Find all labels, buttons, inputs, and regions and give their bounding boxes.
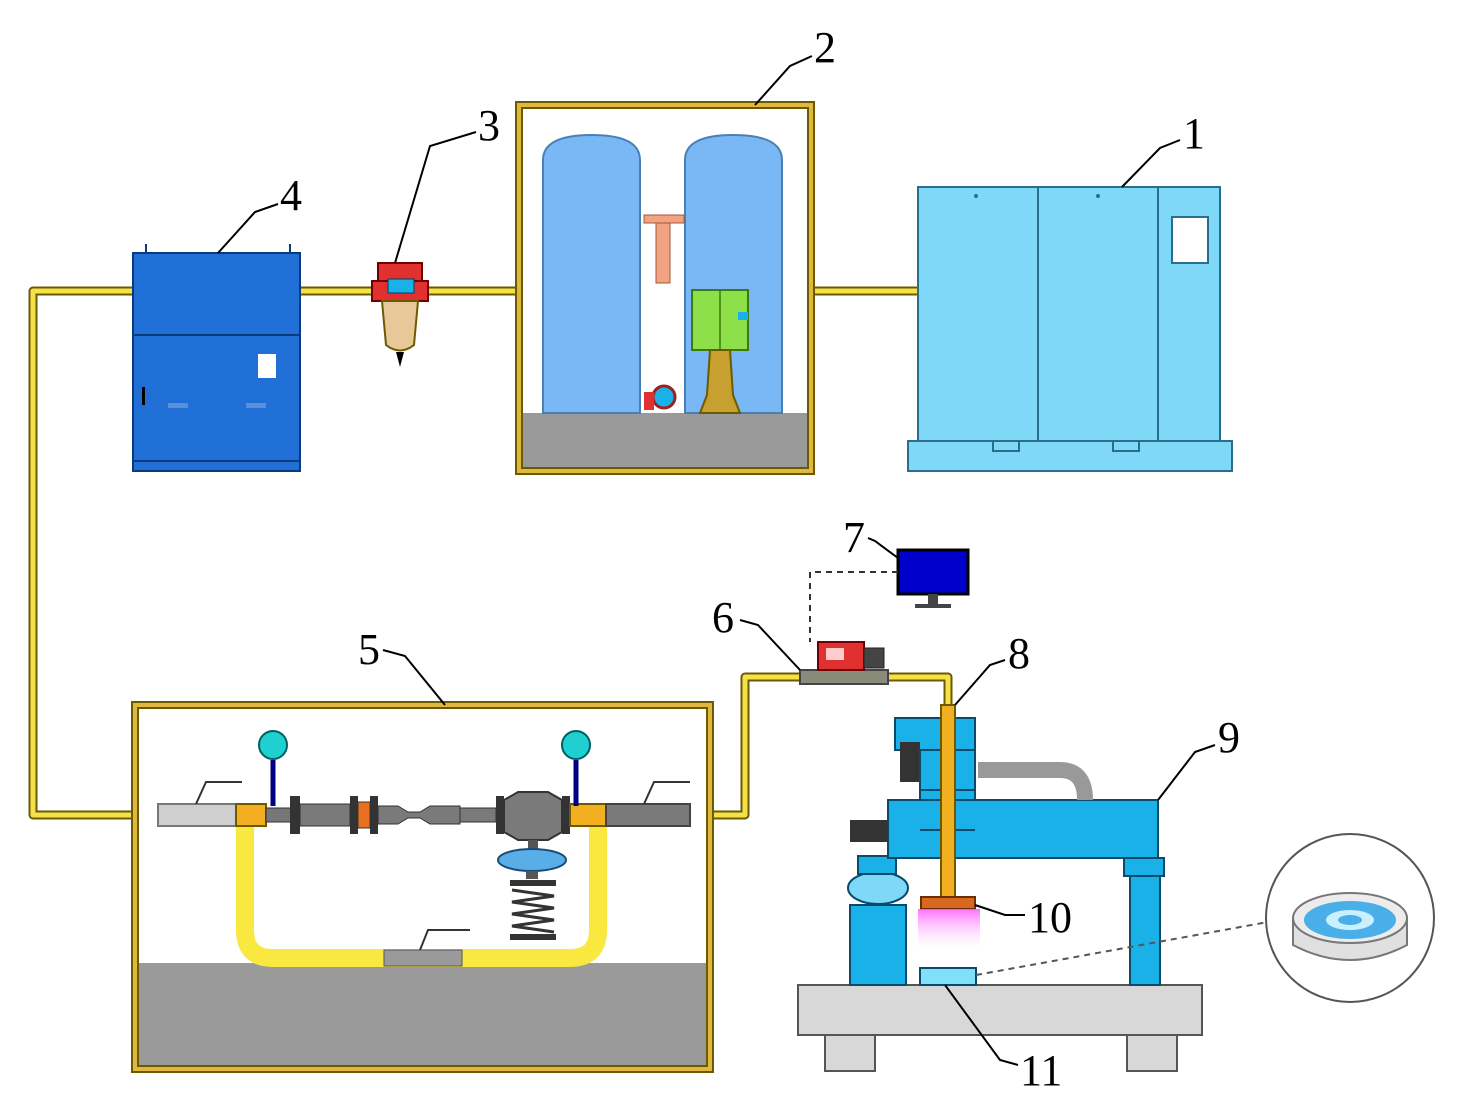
workpiece xyxy=(919,967,977,986)
label-tank: 4 xyxy=(280,171,302,220)
gantry-platform xyxy=(797,717,1203,1072)
workpiece-detail xyxy=(1265,833,1435,1003)
label-compressor: 1 xyxy=(1183,109,1205,158)
label-nozzle: 8 xyxy=(1008,629,1030,678)
label-workpiece: 11 xyxy=(1020,1046,1062,1095)
signal-cable xyxy=(809,571,898,642)
pressure-gauge-icon xyxy=(258,730,288,806)
label-filter: 3 xyxy=(478,101,500,150)
flow-meter xyxy=(799,641,889,685)
label-computer: 7 xyxy=(843,513,865,562)
leader-lines xyxy=(217,55,1216,1066)
label-dryer: 2 xyxy=(814,23,836,72)
air-storage-tank xyxy=(132,244,301,472)
detail-leader xyxy=(975,921,1269,976)
air-compressor xyxy=(907,186,1233,472)
label-jet: 10 xyxy=(1028,893,1072,942)
regulator-spring xyxy=(510,880,556,940)
pressure-gauge-icon xyxy=(561,730,591,806)
label-regulator-station: 5 xyxy=(358,625,380,674)
label-flow-meter: 6 xyxy=(712,593,734,642)
label-gantry: 9 xyxy=(1218,713,1240,762)
jet-plume xyxy=(918,909,980,949)
monitor-icon xyxy=(896,548,970,608)
filter-icon xyxy=(371,262,429,367)
air-dryer xyxy=(515,101,815,475)
regulator-station xyxy=(131,701,714,1073)
